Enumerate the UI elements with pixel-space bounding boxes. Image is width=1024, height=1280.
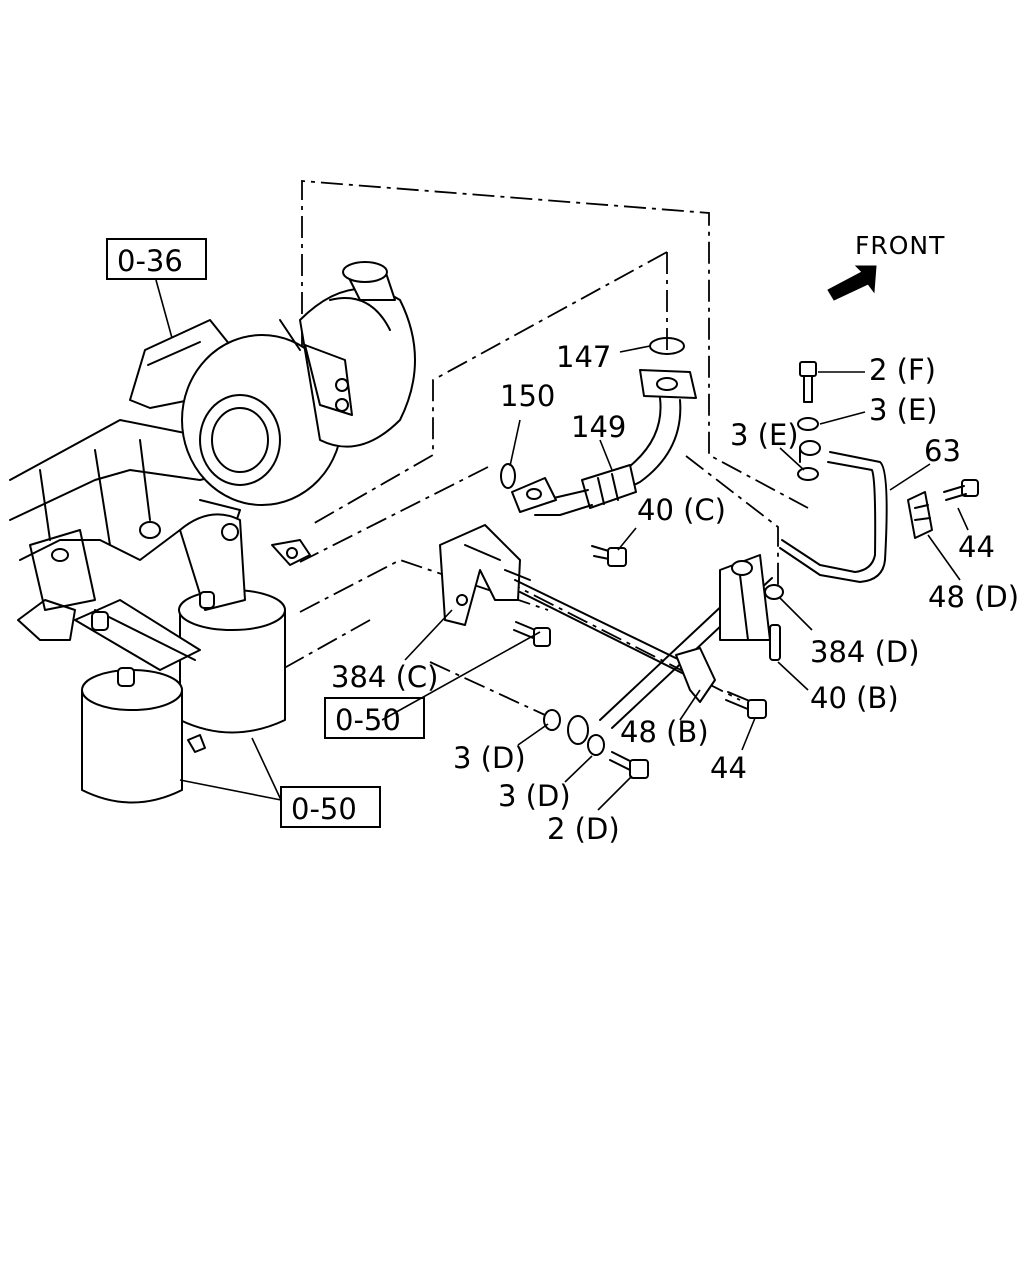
callout-40c: 40 (C) <box>637 493 726 527</box>
bolt-40b-left <box>513 621 551 647</box>
washer-3d-b <box>587 734 605 756</box>
bolt-2d <box>609 751 649 779</box>
callout-40b: 40 (B) <box>810 681 899 715</box>
clip-48d <box>907 491 933 539</box>
clip-48b <box>675 647 716 703</box>
reference-box-0-50-b[interactable]: 0-50 <box>280 786 381 828</box>
callout-2f: 2 (F) <box>869 353 936 387</box>
bracket-384d <box>719 554 784 661</box>
reference-box-0-50-a[interactable]: 0-50 <box>324 697 425 739</box>
bolt-40c <box>591 545 627 567</box>
reference-label: 0-50 <box>335 703 401 737</box>
pipe-63 <box>779 440 888 583</box>
callout-3e-right: 3 (E) <box>869 393 938 427</box>
turbocharger <box>129 261 416 506</box>
callouts: 147 150 149 2 (F) 3 (E) 3 (E) 63 44 48 (… <box>331 340 1019 846</box>
bracket-384c <box>439 524 531 626</box>
callout-2d: 2 (D) <box>547 812 620 846</box>
callout-147: 147 <box>556 340 611 374</box>
front-arrow-icon <box>827 265 877 301</box>
reference-box-0-36[interactable]: 0-36 <box>106 238 207 280</box>
callout-3d-a: 3 (D) <box>453 741 526 775</box>
front-indicator: FRONT <box>827 231 945 301</box>
oil-feed-pipe <box>500 337 697 516</box>
callout-384d: 384 (D) <box>810 635 920 669</box>
bolt-44-bottom <box>725 691 767 719</box>
callout-63: 63 <box>924 434 961 468</box>
callout-3e-left: 3 (E) <box>730 418 799 452</box>
hardware <box>513 361 979 779</box>
callout-48b: 48 (B) <box>620 715 709 749</box>
oil-filters <box>74 513 311 804</box>
callout-48d: 48 (D) <box>928 580 1019 614</box>
callout-384c: 384 (C) <box>331 660 438 694</box>
callout-44-bottom: 44 <box>710 751 747 785</box>
callout-44-right: 44 <box>958 530 995 564</box>
reference-label: 0-50 <box>291 792 357 826</box>
washer-3e-upper <box>797 417 819 431</box>
reference-label: 0-36 <box>117 244 183 278</box>
front-label: FRONT <box>855 231 945 260</box>
callout-150: 150 <box>500 379 555 413</box>
callout-3d-b: 3 (D) <box>498 779 571 813</box>
bolt-2f <box>799 361 817 403</box>
callout-149: 149 <box>571 410 626 444</box>
washer-3d-a <box>543 709 561 731</box>
leader-lines <box>155 279 969 811</box>
bolt-44-right <box>943 479 979 501</box>
